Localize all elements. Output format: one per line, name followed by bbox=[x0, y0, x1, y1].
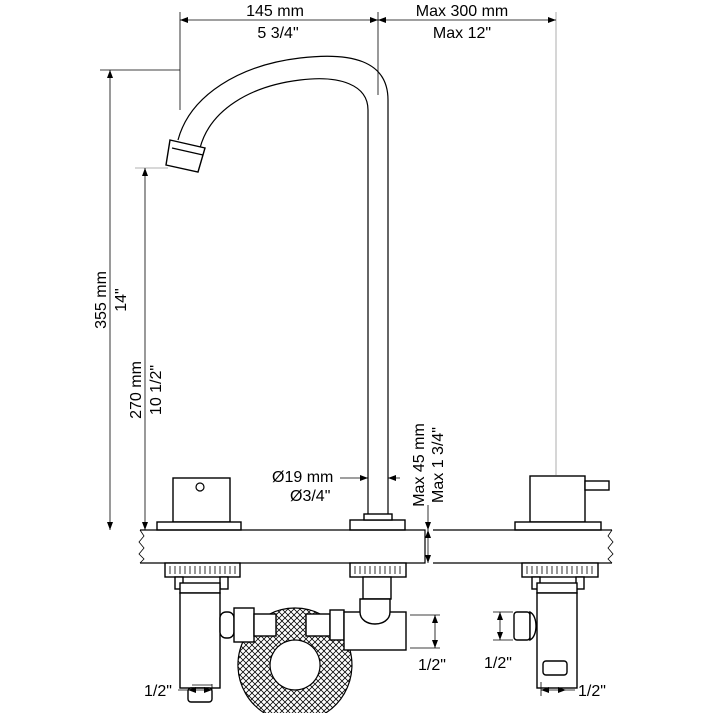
left-connection-label: 1/2" bbox=[144, 683, 172, 700]
right-valve bbox=[513, 562, 599, 689]
right-bottom-connection-label: 1/2" bbox=[578, 683, 606, 700]
gooseneck-spout bbox=[165, 55, 406, 531]
spread-in: Max 12" bbox=[433, 25, 491, 42]
deck-thickness-in: Max 1 3/4" bbox=[430, 427, 447, 503]
spout-diameter-mm: Ø19 mm bbox=[272, 469, 333, 486]
height-dimensions: 355 mm 14" 270 mm 10 1/2" bbox=[93, 69, 180, 530]
center-connection-label: 1/2" bbox=[418, 657, 446, 674]
top-dimensions: 145 mm 5 3/4" Max 300 mm Max 12" bbox=[179, 3, 557, 475]
deck-thickness-mm: Max 45 mm bbox=[411, 423, 428, 507]
spout-reach-in: 5 3/4" bbox=[257, 25, 298, 42]
countertop-deck: Max 45 mm Max 1 3/4" bbox=[138, 423, 614, 564]
spout-reach-mm: 145 mm bbox=[246, 3, 304, 20]
spout-height-mm: 270 mm bbox=[128, 361, 145, 419]
center-valve bbox=[343, 562, 407, 651]
total-height-mm: 355 mm bbox=[93, 271, 110, 329]
spout-diameter-in: Ø3/4" bbox=[290, 488, 330, 505]
left-valve bbox=[164, 562, 241, 703]
right-handle bbox=[514, 475, 610, 531]
left-handle bbox=[156, 477, 242, 531]
spout-height-in: 10 1/2" bbox=[148, 365, 165, 415]
spread-mm: Max 300 mm bbox=[416, 3, 508, 20]
total-height-in: 14" bbox=[113, 288, 130, 311]
braided-hose bbox=[219, 607, 353, 713]
right-side-connection-label: 1/2" bbox=[484, 655, 512, 672]
